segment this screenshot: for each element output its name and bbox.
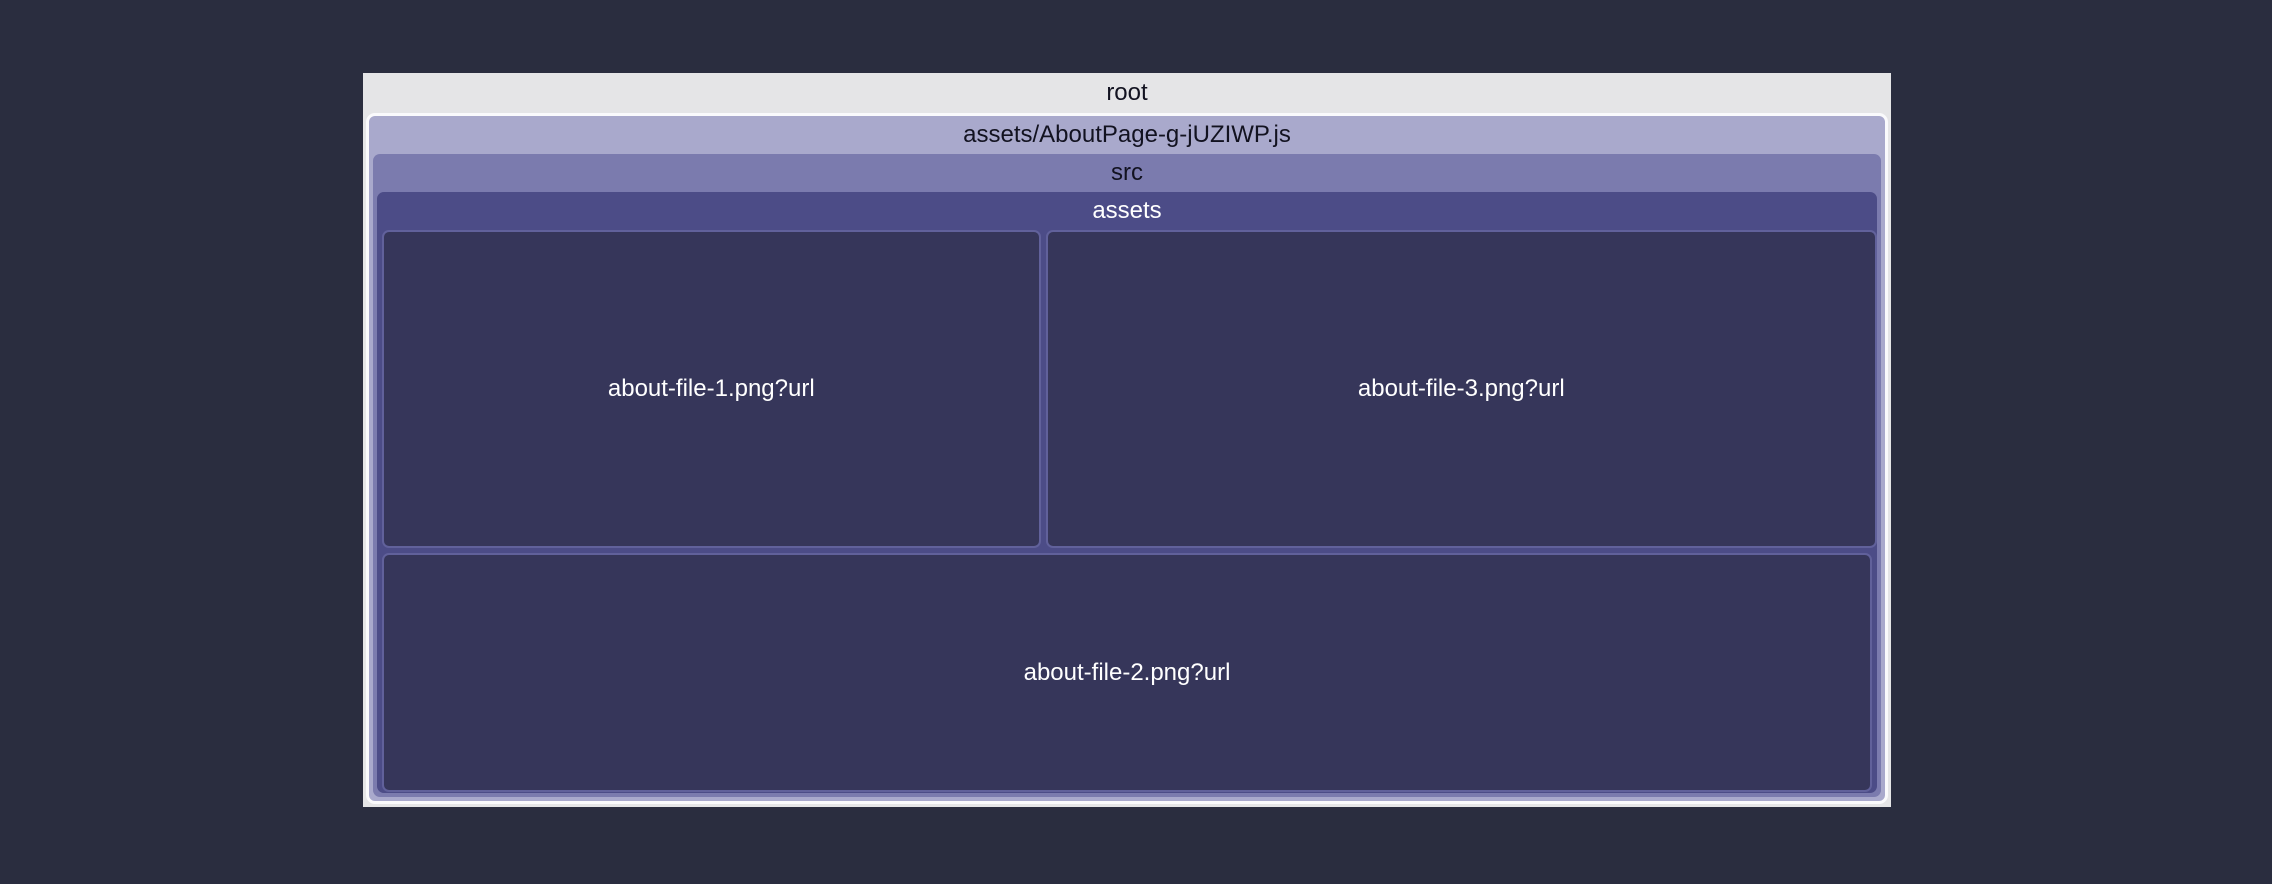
treemap-node-root[interactable]: root assets/AboutPage-g-jUZIWP.js src as… [363,73,1891,807]
treemap-node-assets[interactable]: assets about-file-1.png?url about-file-3… [377,192,1877,793]
treemap-leaf-about-file-1[interactable]: about-file-1.png?url [382,230,1041,549]
treemap-node-chunk[interactable]: assets/AboutPage-g-jUZIWP.js src assets … [366,113,1888,804]
treemap-node-src-label: src [1111,159,1143,186]
treemap-node-src[interactable]: src assets about-file-1.png?url about-fi… [373,154,1881,797]
treemap-node-chunk-label: assets/AboutPage-g-jUZIWP.js [963,121,1291,148]
treemap-leaf-about-file-2[interactable]: about-file-2.png?url [382,553,1872,792]
treemap-leaf-about-file-1-label: about-file-1.png?url [607,375,815,403]
treemap-leaf-area: about-file-1.png?url about-file-3.png?ur… [382,230,1877,792]
treemap-node-assets-label: assets [1092,197,1162,224]
treemap-leaf-row-top: about-file-1.png?url about-file-3.png?ur… [382,230,1877,549]
treemap-leaf-about-file-3[interactable]: about-file-3.png?url [1045,230,1877,549]
treemap-leaf-about-file-2-label: about-file-2.png?url [1023,658,1231,686]
treemap-leaf-about-file-3-label: about-file-3.png?url [1357,375,1565,403]
treemap-leaf-row-bottom: about-file-2.png?url [382,553,1872,792]
treemap-node-root-label: root [1106,79,1148,106]
